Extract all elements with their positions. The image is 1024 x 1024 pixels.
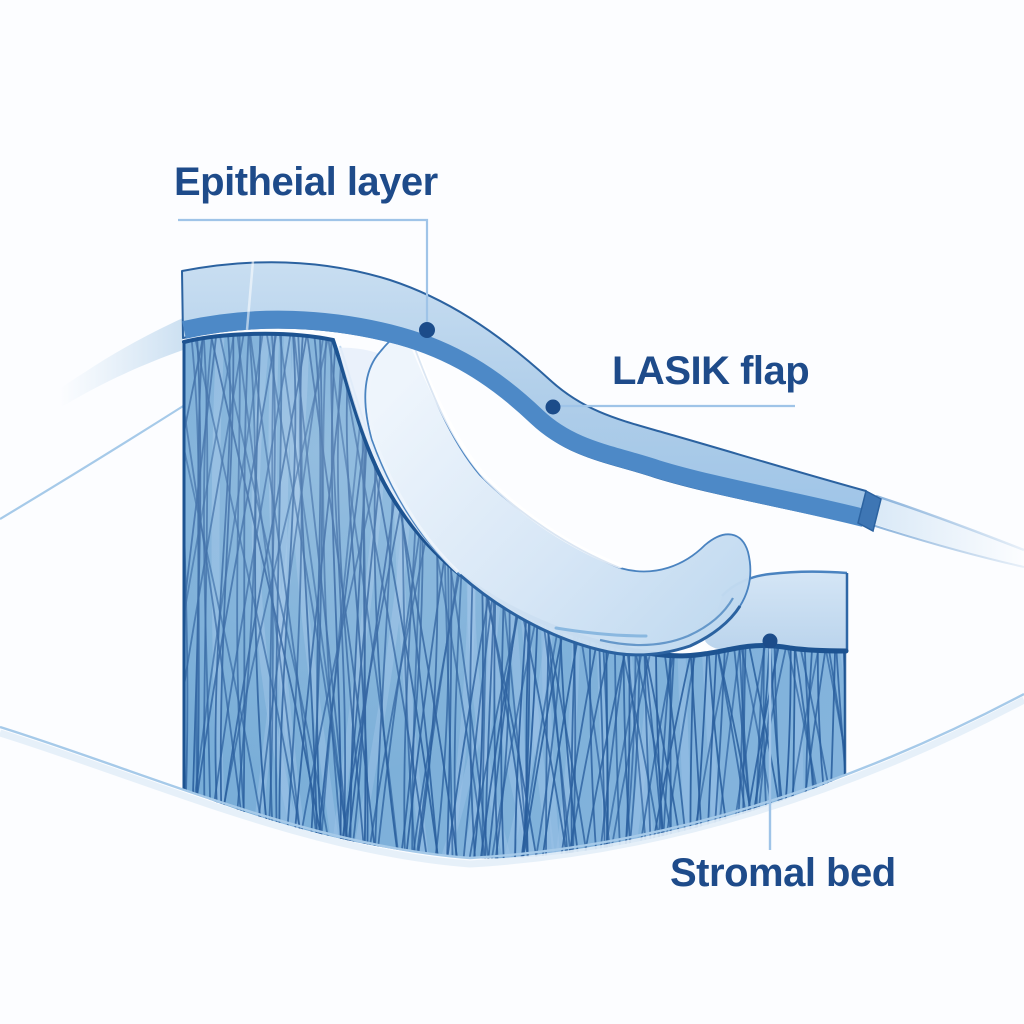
flap-bottom-edge: [459, 573, 742, 657]
bottom-curve-halo: [0, 696, 1024, 868]
label-lasik-flap: LASIK flap: [612, 349, 810, 393]
label-epithelial-layer: Epitheial layer: [174, 160, 438, 204]
callout-dot-epithelial: [419, 322, 435, 338]
flap-left-edge-highlight: [366, 352, 460, 574]
leader-epithelial: [178, 218, 429, 322]
epithelium-band-end-face: [857, 489, 882, 533]
flap-top-highlight: [411, 345, 623, 569]
epithelium-band-stripe: [182, 310, 867, 527]
contour-line-left: [0, 402, 189, 520]
callout-dot-lasik-flap: [545, 399, 561, 415]
contour-taper-line-right-lower: [868, 523, 1024, 568]
corneal-contour-lines: [0, 318, 1024, 568]
flap-accent-line: [554, 626, 648, 638]
callouts: [178, 218, 795, 850]
epithelium-band-seam: [245, 260, 255, 331]
bottom-lens-contour: [0, 692, 1024, 868]
callout-dot-stromal-bed: [762, 633, 778, 649]
stroma-fill-highlight: [184, 333, 845, 859]
stromal-bed-line: [634, 643, 849, 659]
contour-taper-line-right-upper: [875, 494, 1024, 552]
lasik-flap-shape: [364, 329, 752, 657]
contour-taper-wedge-right: [871, 497, 1024, 566]
bottom-curve-line: [0, 692, 1024, 860]
contour-soft-arc-left: [24, 318, 183, 432]
label-stromal-bed: Stromal bed: [670, 851, 896, 895]
epithelium-band: [181, 260, 882, 533]
flap-rim-inner-line: [599, 597, 734, 647]
